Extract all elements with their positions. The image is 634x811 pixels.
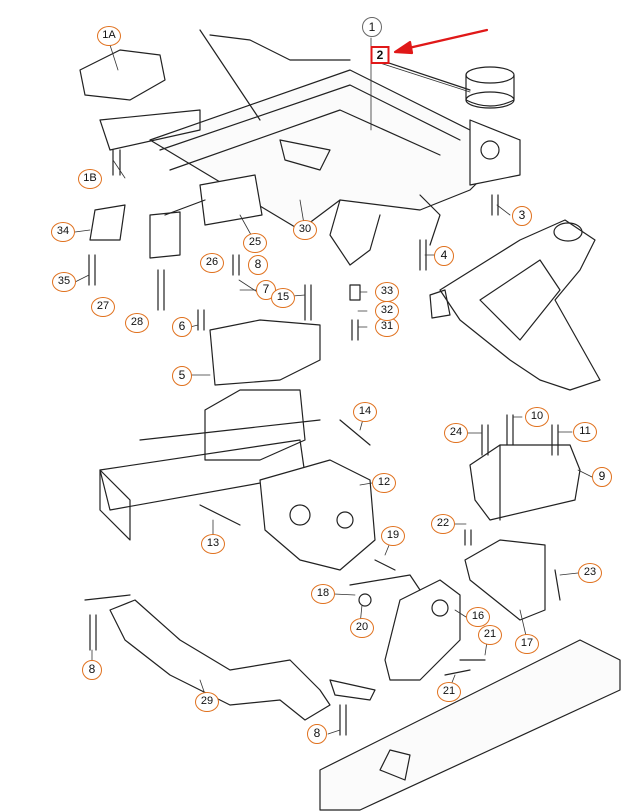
callout-8-bottom: 8 xyxy=(307,724,327,744)
callout-22: 22 xyxy=(431,514,455,534)
callout-10: 10 xyxy=(525,407,549,427)
callout-17: 17 xyxy=(515,634,539,654)
callout-9: 9 xyxy=(592,467,612,487)
callout-1: 1 xyxy=(362,17,382,37)
callout-11: 11 xyxy=(573,422,597,442)
callout-14: 14 xyxy=(353,402,377,422)
callout-13: 13 xyxy=(201,534,225,554)
mount-2 xyxy=(379,59,521,186)
callout-1a: 1A xyxy=(97,26,121,46)
callout-32: 32 xyxy=(375,301,399,321)
callout-18: 18 xyxy=(311,584,335,604)
callout-15: 15 xyxy=(271,288,295,308)
callout-21-upper: 21 xyxy=(478,625,502,645)
callout-19: 19 xyxy=(381,526,405,546)
callout-6: 6 xyxy=(172,317,192,337)
gearbox-mount-12 xyxy=(259,459,376,571)
callout-12: 12 xyxy=(372,473,396,493)
tie-bar-29 xyxy=(84,594,376,721)
callout-20: 20 xyxy=(350,618,374,638)
bracket-16 xyxy=(349,574,461,681)
highlight-arrow xyxy=(393,28,489,55)
callout-1b: 1B xyxy=(78,169,102,189)
callout-21-lower: 21 xyxy=(437,682,461,702)
mount-9 xyxy=(464,444,581,621)
callout-24: 24 xyxy=(444,423,468,443)
callout-23: 23 xyxy=(578,563,602,583)
subframe-crossmember xyxy=(149,29,521,266)
callout-28: 28 xyxy=(125,313,149,333)
callout-8-left: 8 xyxy=(82,660,102,680)
bracket-left xyxy=(79,49,263,259)
control-arm xyxy=(429,219,601,391)
callout-27: 27 xyxy=(91,297,115,317)
callout-25: 25 xyxy=(243,233,267,253)
callout-8-top: 8 xyxy=(248,255,268,275)
callout-34: 34 xyxy=(51,222,75,242)
mount-5 xyxy=(99,319,321,541)
callout-4: 4 xyxy=(434,246,454,266)
callout-16: 16 xyxy=(466,607,490,627)
callout-35: 35 xyxy=(52,272,76,292)
lower-subframe xyxy=(319,639,621,811)
callout-29: 29 xyxy=(195,692,219,712)
callout-2-highlighted: 2 xyxy=(370,46,390,64)
callout-26: 26 xyxy=(200,253,224,273)
callout-3: 3 xyxy=(512,206,532,226)
callout-33: 33 xyxy=(375,282,399,302)
callout-5: 5 xyxy=(172,366,192,386)
callout-30: 30 xyxy=(293,220,317,240)
bolts xyxy=(88,149,561,736)
